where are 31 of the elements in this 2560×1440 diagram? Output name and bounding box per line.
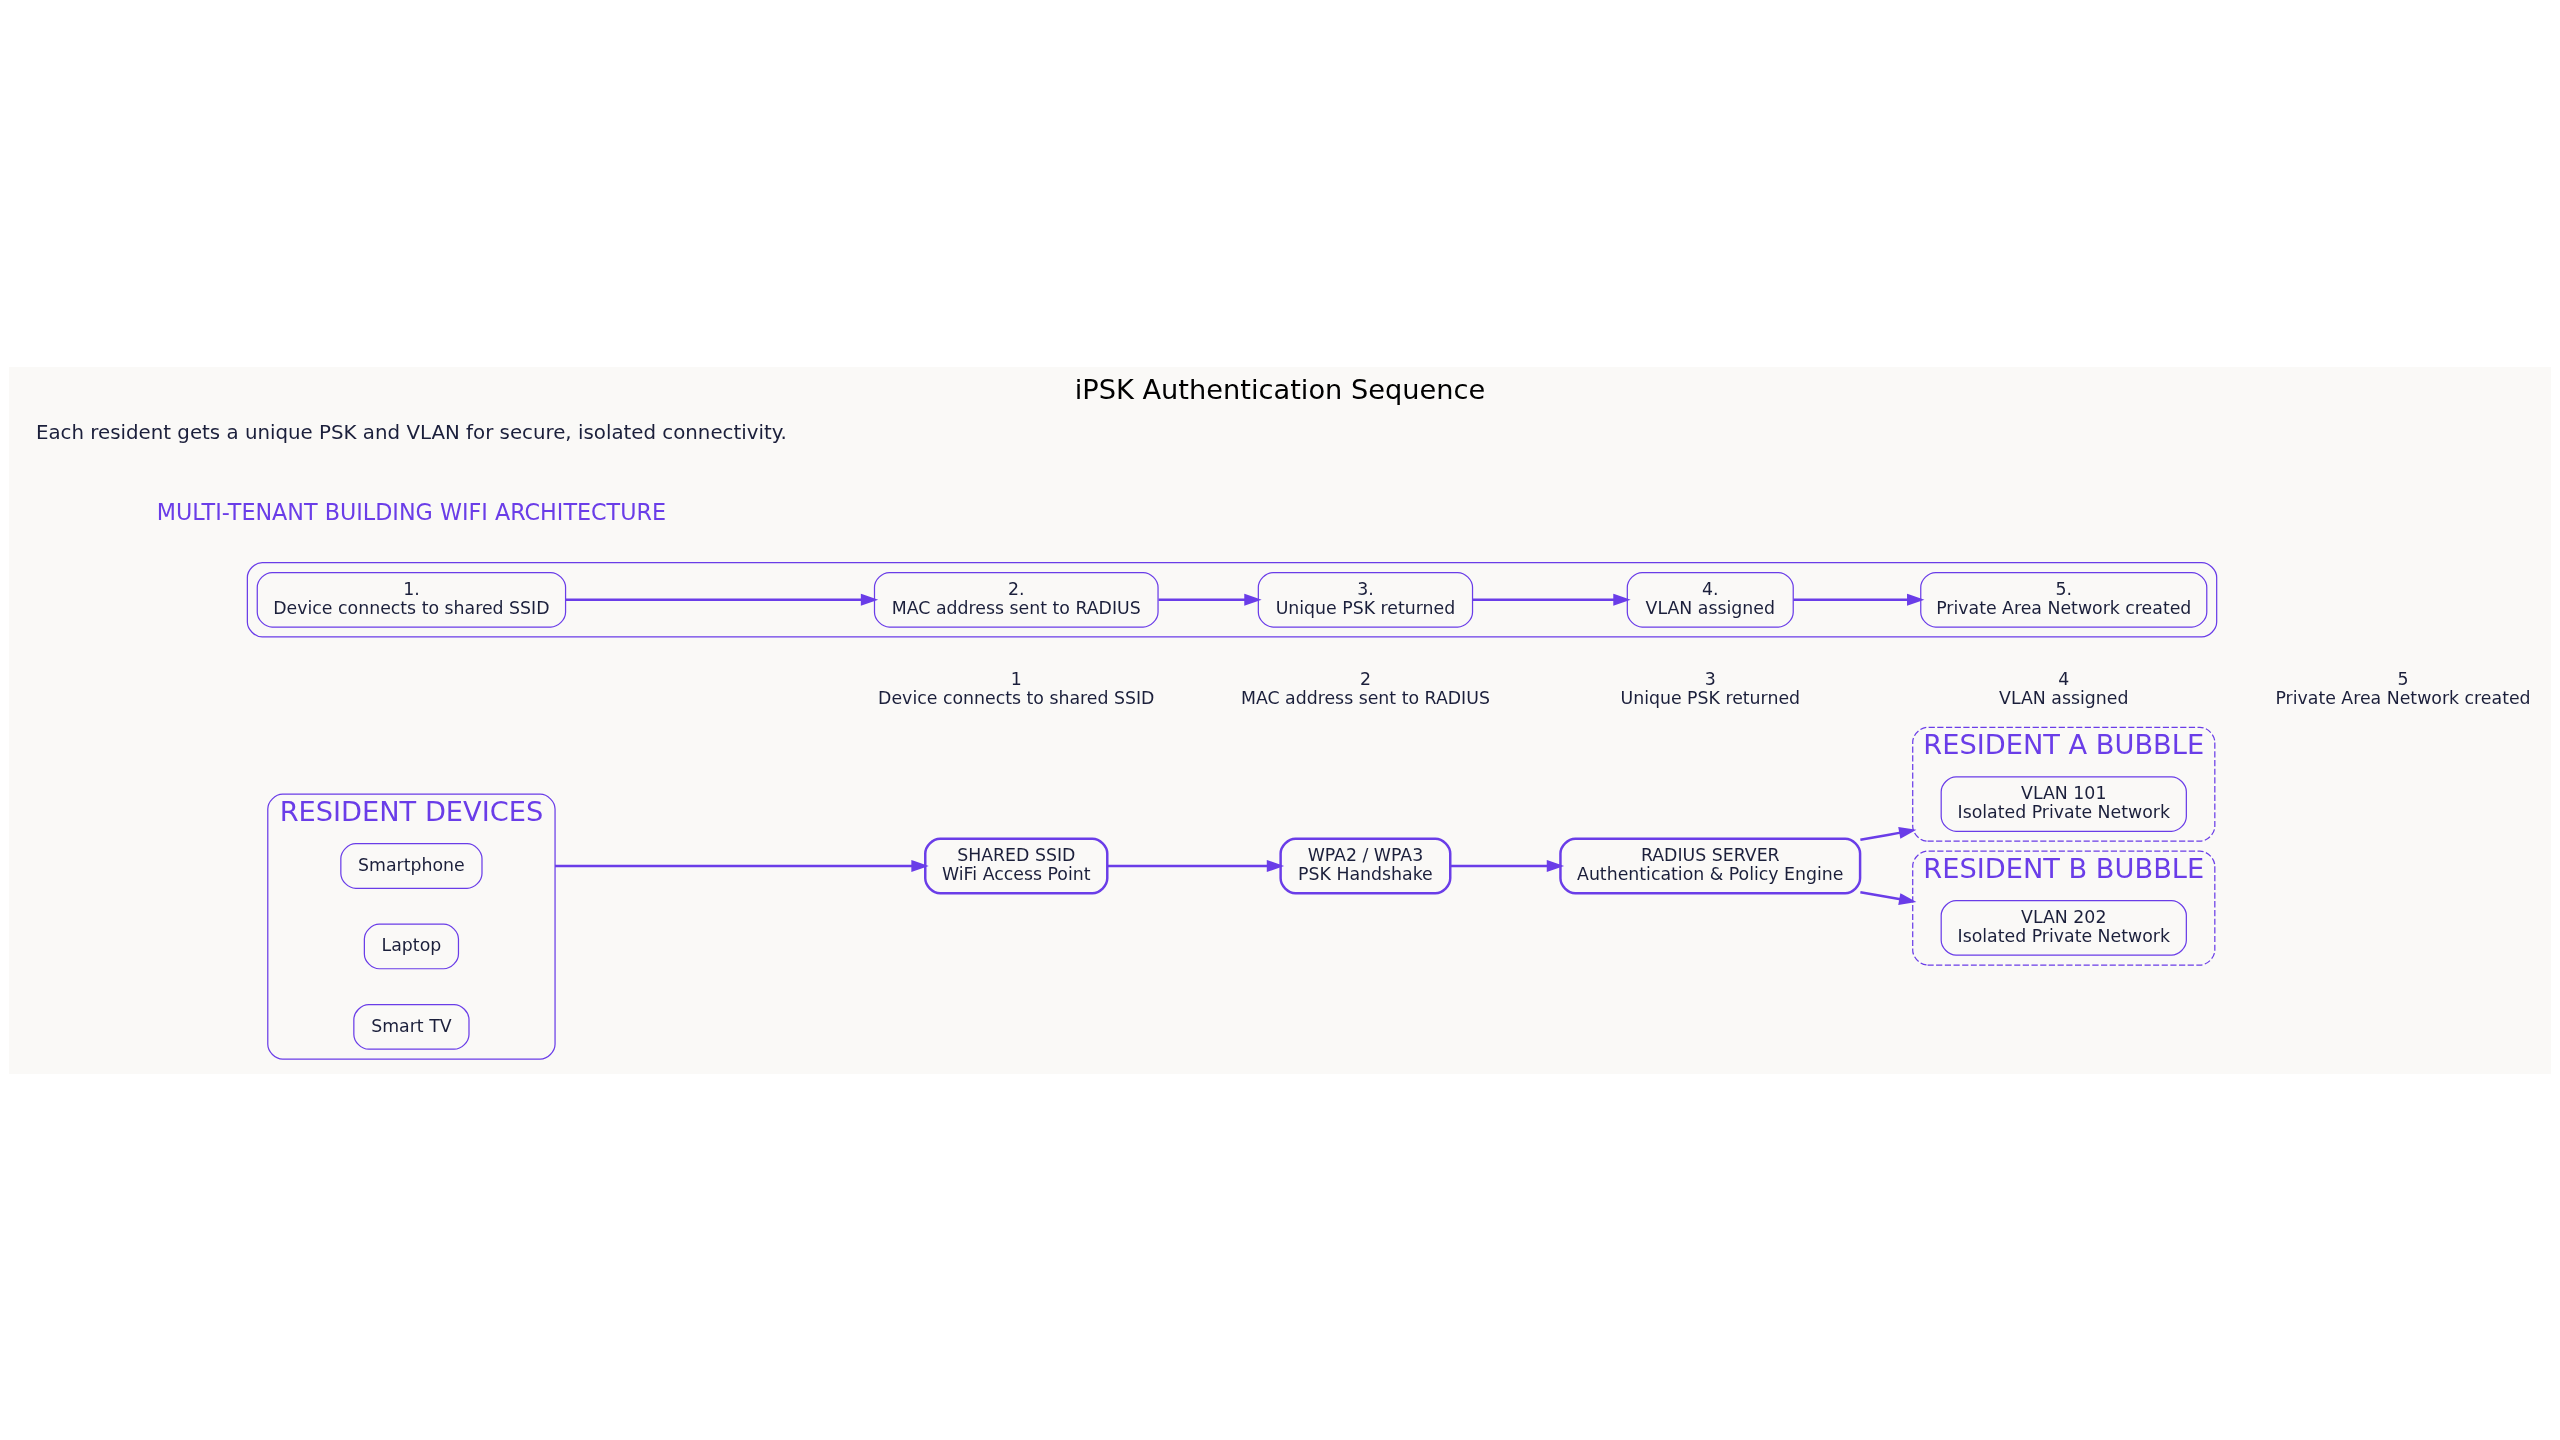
arrow bbox=[565, 593, 879, 606]
label: MULTI-TENANT BUILDING WIFI ARCHITECTURE bbox=[156, 498, 667, 525]
node-box: VLAN 202 Isolated Private Network bbox=[1940, 899, 2187, 956]
arrow bbox=[1793, 593, 1925, 606]
arrow bbox=[1450, 859, 1565, 872]
node-box: WPA2 / WPA3 PSK Handshake bbox=[1279, 837, 1452, 894]
cluster bbox=[246, 561, 2218, 638]
node-box: 2. MAC address sent to RADIUS bbox=[873, 571, 1159, 628]
node-box: VLAN 101 Isolated Private Network bbox=[1940, 775, 2187, 832]
diagram-title: iPSK Authentication Sequence bbox=[1074, 373, 1486, 405]
node-text: 4 VLAN assigned bbox=[1999, 668, 2129, 708]
arrow bbox=[1860, 826, 1917, 841]
arrow bbox=[1107, 859, 1285, 872]
node-box: 1. Device connects to shared SSID bbox=[256, 571, 567, 628]
node-text: 5 Private Area Network created bbox=[2275, 668, 2531, 708]
node-box: Smart TV bbox=[353, 1003, 470, 1050]
node-text: 3 Unique PSK returned bbox=[1620, 668, 1801, 708]
node-box: SHARED SSID WiFi Access Point bbox=[924, 837, 1109, 894]
arrow bbox=[1472, 593, 1631, 606]
arrow bbox=[1860, 890, 1917, 905]
node-text: 2 MAC address sent to RADIUS bbox=[1240, 668, 1490, 708]
node-box: 5. Private Area Network created bbox=[1920, 571, 2208, 628]
node-box: Laptop bbox=[363, 923, 460, 969]
node-box: Smartphone bbox=[340, 842, 483, 889]
caption: Each resident gets a unique PSK and VLAN for secure, isolated connectivity. bbox=[35, 420, 787, 444]
arrow bbox=[555, 859, 929, 872]
node-box: RADIUS SERVER Authentication & Policy Engine bbox=[1559, 837, 1862, 894]
node-box: 3. Unique PSK returned bbox=[1257, 571, 1474, 628]
node-text: 1 Device connects to shared SSID bbox=[878, 668, 1155, 708]
node-box: 4. VLAN assigned bbox=[1626, 571, 1794, 628]
arrow bbox=[1158, 593, 1262, 606]
